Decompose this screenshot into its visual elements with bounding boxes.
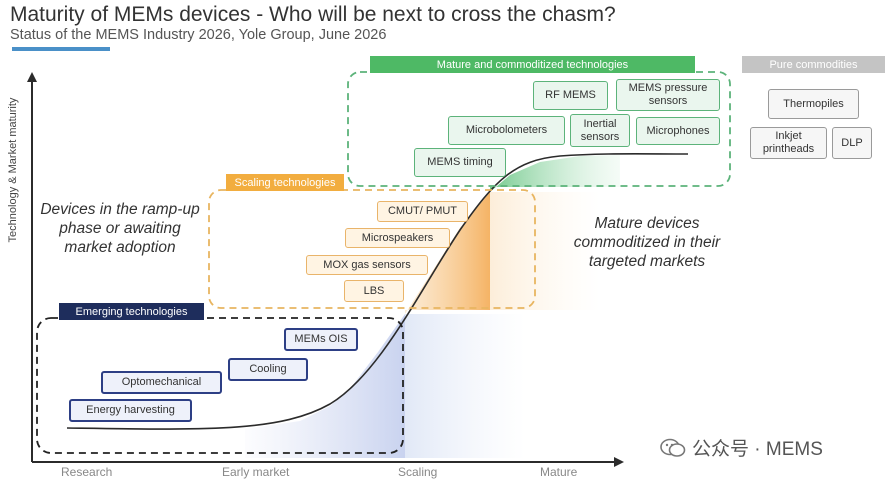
y-axis-arrow xyxy=(27,72,37,82)
mature-group-frame xyxy=(347,71,731,187)
pure-commodities-tag: Pure commodities xyxy=(742,56,885,73)
mems-timing-box: MEMS timing xyxy=(414,148,506,177)
title-accent-bar xyxy=(12,47,110,51)
energy-harvesting-box: Energy harvesting xyxy=(69,399,192,422)
scaling-group-frame xyxy=(208,189,536,309)
mature-annotation: Mature devices commoditized in their tar… xyxy=(573,215,721,270)
microspeakers-box: Microspeakers xyxy=(345,228,450,248)
emerging-band-shade xyxy=(245,314,405,458)
rf-mems-box: RF MEMS xyxy=(533,81,608,110)
y-axis-label: Technology & Market maturity xyxy=(7,97,19,243)
cooling-box: Cooling xyxy=(228,358,308,381)
mature-technologies-tag: Mature and commoditized technologies xyxy=(370,56,695,73)
x-label-mature: Mature xyxy=(540,465,578,479)
dlp-box: DLP xyxy=(832,127,872,159)
optomechanical-box: Optomechanical xyxy=(101,371,222,394)
page-title: Maturity of MEMs devices - Who will be n… xyxy=(10,3,616,26)
lbs-box: LBS xyxy=(344,280,404,302)
watermark: 公众号 · MEMS xyxy=(660,434,823,461)
emerging-technologies-tag: Emerging technologies xyxy=(59,303,204,320)
x-label-early-market: Early market xyxy=(222,465,290,479)
emerging-group-frame xyxy=(36,317,404,454)
scaling-technologies-tag: Scaling technologies xyxy=(226,174,344,191)
x-axis-arrow xyxy=(614,457,624,467)
x-label-research: Research xyxy=(61,465,113,479)
mems-ois-box: MEMs OIS xyxy=(284,328,358,351)
ramp-up-annotation: Devices in the ramp-up phase or awaiting… xyxy=(40,201,200,256)
watermark-text: 公众号 · MEMS xyxy=(692,439,823,460)
page-subtitle: Status of the MEMS Industry 2026, Yole G… xyxy=(10,27,387,43)
inkjet-printheads-box: Inkjet printheads xyxy=(750,127,827,159)
cmut-pmut-box: CMUT/ PMUT xyxy=(377,201,468,222)
mems-pressure-sensors-box: MEMS pressure sensors xyxy=(616,79,720,111)
microbolometers-box: Microbolometers xyxy=(448,116,565,145)
emerging-band-right xyxy=(405,314,525,458)
maturity-s-curve xyxy=(66,153,689,430)
thermopiles-box: Thermopiles xyxy=(768,89,859,119)
mox-gas-sensors-box: MOX gas sensors xyxy=(306,255,428,275)
microphones-box: Microphones xyxy=(636,117,720,145)
mature-band-shade xyxy=(490,155,620,192)
x-label-scaling: Scaling xyxy=(398,465,438,479)
scaling-band-right xyxy=(490,192,600,310)
inertial-sensors-box: Inertial sensors xyxy=(570,114,630,147)
wechat-icon xyxy=(660,438,686,457)
